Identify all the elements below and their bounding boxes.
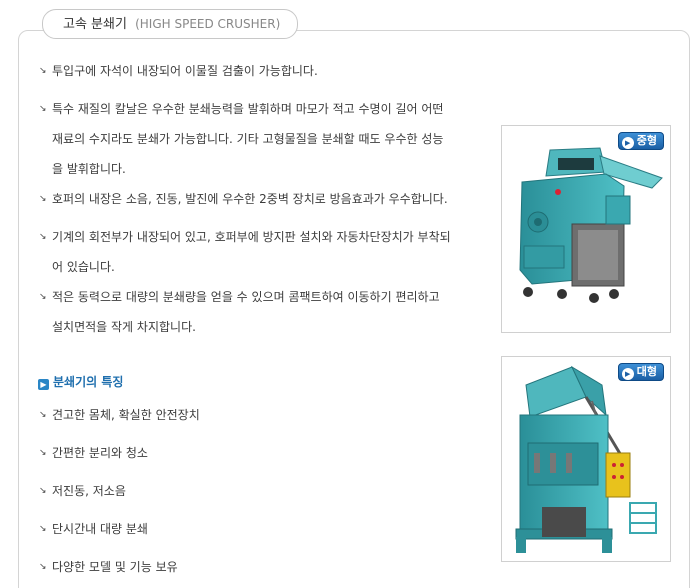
list-item: ↘견고한 몸체, 확실한 안전장치	[39, 408, 200, 422]
title-korean: 고속 분쇄기	[63, 17, 127, 32]
list-item: ↘ 기계의 회전부가 내장되어 있고, 호퍼부에 방지판 설치와 자동차단장치가…	[39, 230, 451, 274]
features-heading: ▶분쇄기의 특징	[38, 373, 123, 391]
bullet-arrow-icon: ↘	[39, 562, 47, 572]
list-item: ↘ 투입구에 자석이 내장되어 이물질 검출이 가능합니다.	[39, 64, 318, 78]
bullet-arrow-icon: ↘	[39, 66, 47, 76]
list-item: ↘저진동, 저소음	[39, 484, 126, 498]
bullet-arrow-icon: ↘	[39, 104, 47, 114]
list-item: ↘다양한 모델 및 기능 보유	[39, 560, 178, 574]
large-crusher-image	[515, 365, 657, 553]
features-list: ↘견고한 몸체, 확실한 안전장치 ↘간편한 분리와 청소 ↘저진동, 저소음 …	[38, 400, 200, 588]
page-title: 고속 분쇄기 (HIGH SPEED CRUSHER)	[42, 9, 298, 39]
play-icon: ▶	[621, 368, 634, 380]
list-item: ↘ 호퍼의 내장은 소음, 진동, 발진에 우수한 2중벽 장치로 방음효과가 …	[39, 192, 448, 206]
list-item: ↘단시간내 대량 분쇄	[39, 522, 148, 536]
medium-model-badge: ▶중형	[617, 132, 664, 150]
list-item: ↘ 적은 동력으로 대량의 분쇄량을 얻을 수 있으며 콤팩트하여 이동하기 편…	[39, 290, 440, 334]
title-english: (HIGH SPEED CRUSHER)	[135, 17, 281, 31]
large-model-badge: ▶대형	[617, 363, 664, 381]
play-icon: ▶	[621, 137, 634, 149]
medium-crusher-photo: ▶중형	[501, 125, 671, 333]
bullet-arrow-icon: ↘	[39, 486, 47, 496]
bullet-arrow-icon: ↘	[39, 448, 47, 458]
bullet-arrow-icon: ↘	[39, 524, 47, 534]
bullet-arrow-icon: ↘	[39, 194, 47, 204]
bullet-arrow-icon: ↘	[39, 232, 47, 242]
medium-crusher-image	[519, 147, 663, 303]
bullet-arrow-icon: ↘	[39, 410, 47, 420]
list-item: ↘간편한 분리와 청소	[39, 446, 148, 460]
bullet-arrow-icon: ↘	[39, 292, 47, 302]
play-square-icon: ▶	[38, 379, 49, 390]
large-crusher-photo: ▶대형	[501, 356, 671, 562]
list-item: ↘ 특수 재질의 칼날은 우수한 분쇄능력을 발휘하며 마모가 적고 수명이 길…	[39, 102, 444, 176]
description-list: ↘ 투입구에 자석이 내장되어 이물질 검출이 가능합니다. ↘ 특수 재질의 …	[38, 56, 488, 342]
